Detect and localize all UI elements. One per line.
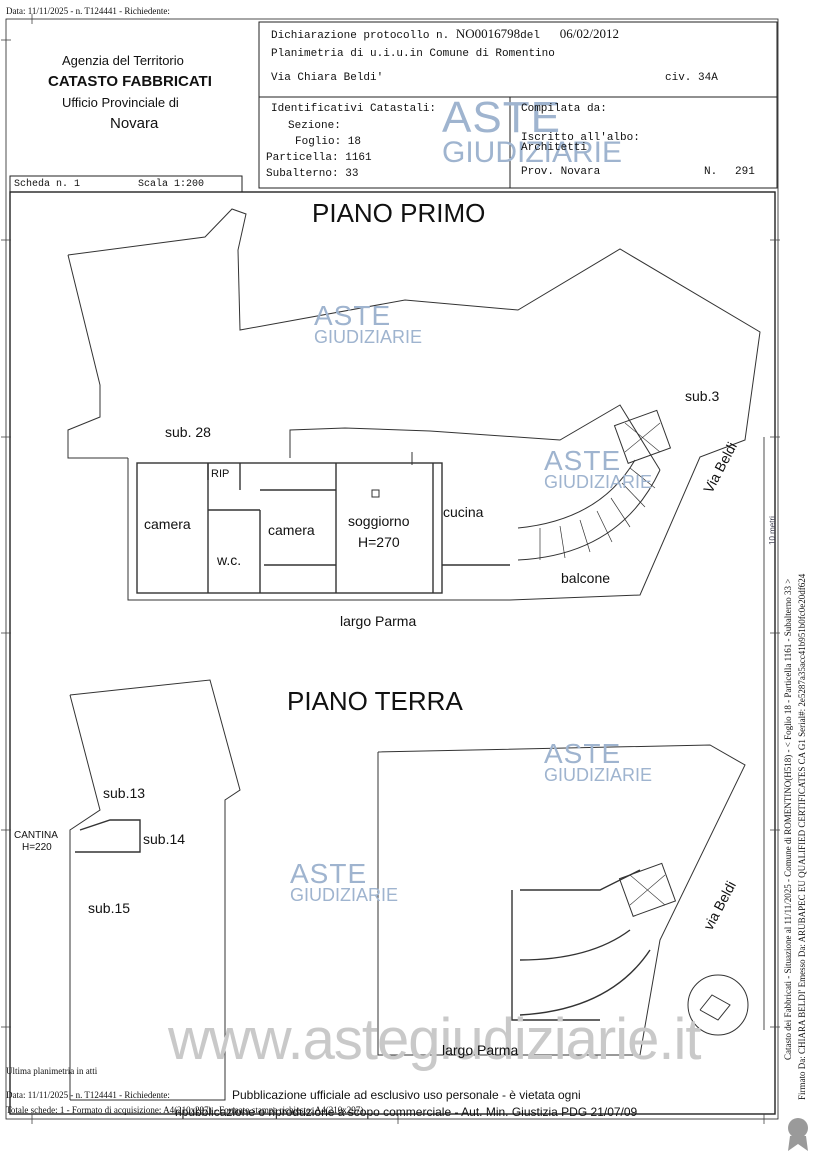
site-watermark: www.astegiudiziarie.it [168,1007,701,1072]
label-sub15: sub.15 [88,900,131,916]
seal-icon [788,1118,808,1151]
label-cantina-height: H=220 [22,842,52,853]
label-sub3: sub.3 [685,388,720,404]
subalterno: Subalterno: 33 [266,168,359,180]
protocol-line: Dichiarazione protocollo n. NO0016798del… [271,26,619,42]
civic-number: civ. 34A [665,72,718,84]
footer-data: Data: 11/11/2025 - n. T124441 - Richiede… [6,1090,170,1100]
label-height: H=270 [358,534,400,550]
sezione: Sezione: [288,120,341,132]
header-request-line: Data: 11/11/2025 - n. T124441 - Richiede… [6,6,170,16]
footer-totale: Totale schede: 1 - Formato di acquisizio… [6,1105,364,1115]
prov: Prov. Novara [521,166,601,178]
scale: Scala 1:200 [138,179,205,190]
footer-publication-1: Pubblicazione ufficiale ad esclusivo uso… [232,1088,581,1102]
scheda-number: Scheda n. 1 [14,179,81,190]
label-sub13: sub.13 [103,785,146,801]
side-catasto-line: Catasto dei Fabbricati - Situazione al 1… [783,578,793,1060]
compilata-title: Compilata da: [521,103,607,115]
footer-ultima: Ultima planimetria in atti [6,1066,98,1076]
agency-name: Agenzia del Territorio [62,53,184,68]
scheda-box [9,175,243,193]
scale-bar-label: 10 metri [768,516,777,545]
label-soggiorno: soggiorno [348,513,410,529]
protocol-box [258,21,778,189]
particella: Particella: 1161 [266,152,372,164]
foglio: Foglio: 18 [295,136,362,148]
agency-city: Novara [110,115,159,132]
iscritto-albo: Iscritto all'albo: [521,132,640,144]
piano-primo-context [67,208,761,601]
agency-catasto: CATASTO FABBRICATI [48,73,212,90]
label-sub14: sub.14 [143,831,186,847]
albo-value: Architetti [521,142,588,154]
drawing-frame [9,191,776,1115]
piano-terra-context [69,679,749,1101]
label-camera-1: camera [144,516,191,532]
label-cucina: cucina [443,504,484,520]
identificativi-title: Identificativi Catastali: [271,103,437,115]
label-rip: RIP [211,468,230,480]
albo-number: 291 [735,166,755,178]
label-sub28: sub. 28 [165,424,211,440]
sheet-border [5,18,779,1120]
label-wc: w.c. [217,552,242,568]
floor-title-terra: PIANO TERRA [287,686,463,716]
planimetria-line: Planimetria di u.i.u.in Comune di Roment… [271,48,555,60]
footer-publication-2: ripubblicazione o riproduzione a scopo c… [175,1105,638,1119]
label-largo-parma-1: largo Parma [340,613,417,629]
albo-number-label: N. [704,166,718,178]
aste-watermark: ASTE GIUDIZIARIE [442,93,623,169]
label-camera-2: camera [268,522,315,538]
label-largo-parma-2: largo Parma [442,1042,519,1058]
street-line: Via Chiara Beldi' [271,72,384,84]
floor-title-primo: PIANO PRIMO [312,198,486,228]
label-cantina: CANTINA [14,830,58,841]
label-balcone: balcone [561,570,611,586]
side-signature-line: Firmato Da: CHIARA BELDI' Emesso Da: ARU… [797,573,807,1100]
agency-office: Ufficio Provinciale di [62,95,179,110]
